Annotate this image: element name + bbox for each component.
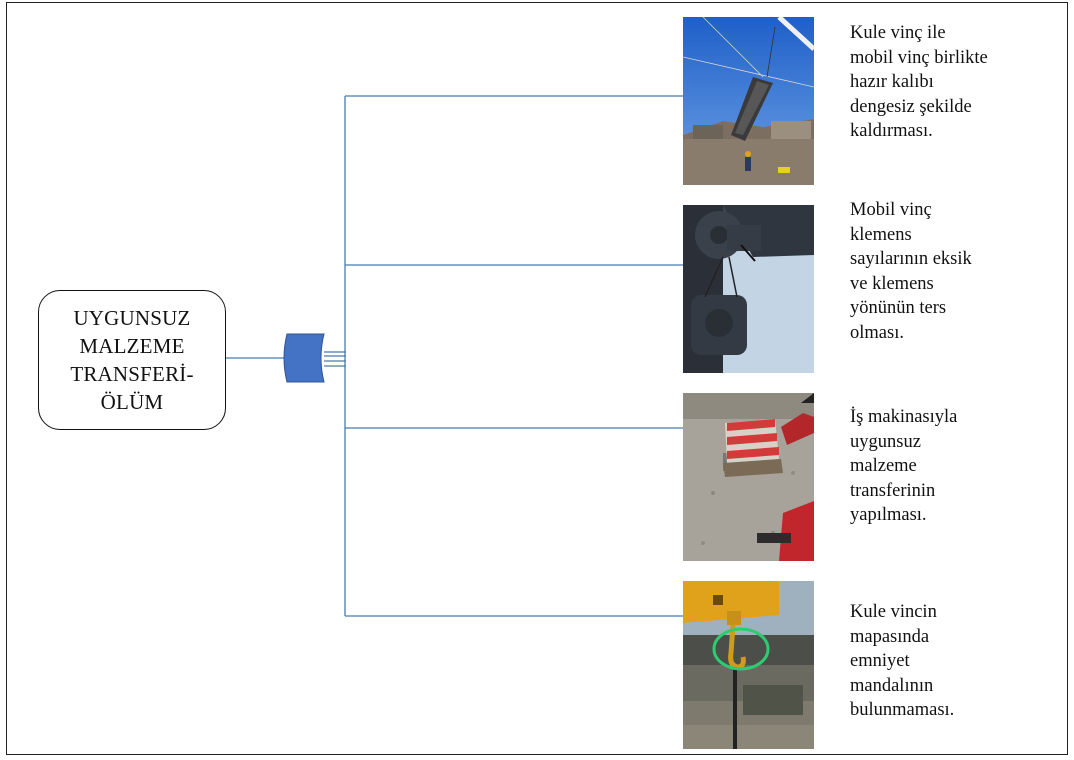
branch-description-1: Kule vinç ile mobil vinç birlikte hazır … bbox=[850, 23, 988, 141]
branch-description-3: İş makinasıyla uygunsuz malzeme transfer… bbox=[850, 407, 958, 525]
branch-description-2: Mobil vinç klemens sayılarının eksik ve … bbox=[850, 200, 972, 343]
root-title: UYGUNSUZ MALZEME TRANSFERİ- ÖLÜM bbox=[70, 306, 194, 414]
root-node: UYGUNSUZ MALZEME TRANSFERİ- ÖLÜM bbox=[38, 290, 226, 430]
crane-block-clamps-photo bbox=[683, 205, 814, 373]
crane-hook-missing-latch-photo bbox=[683, 581, 814, 749]
fan-shape bbox=[283, 333, 325, 383]
branch-description-4: Kule vincin mapasında emniyet mandalının… bbox=[850, 602, 955, 720]
pallet-transfer-machine-photo bbox=[683, 393, 814, 561]
crane-lifting-formwork-photo bbox=[683, 17, 814, 185]
